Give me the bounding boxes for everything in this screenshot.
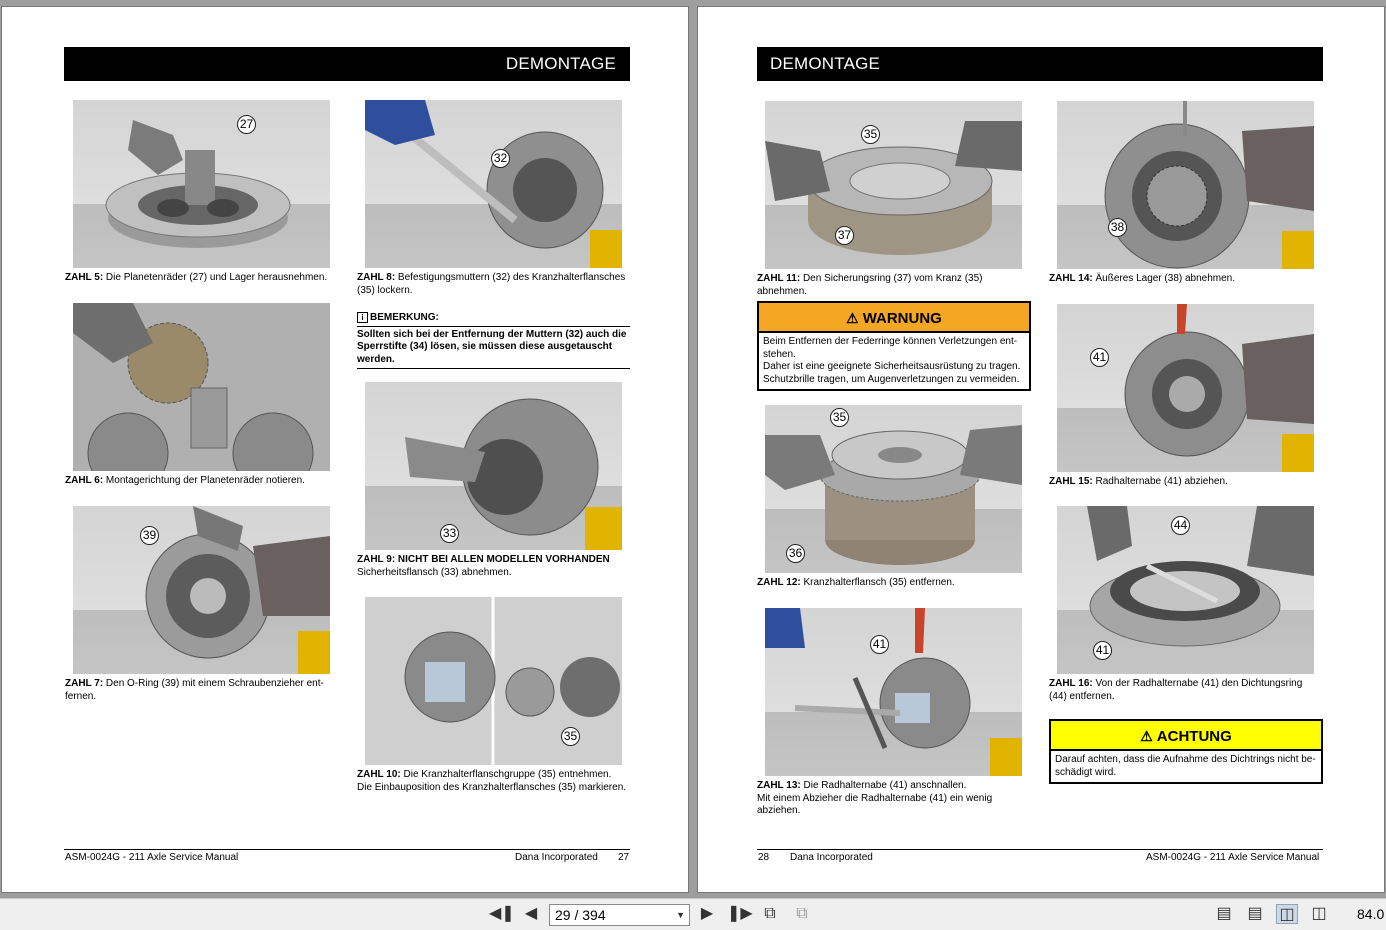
caption-fig-6: ZAHL 6: Montagerichtung der Planetenräde…	[65, 475, 305, 486]
o-ring-removal-illustration	[145, 506, 330, 674]
wheel-hub-removal-illustration	[1124, 304, 1314, 472]
figure-13-photo	[765, 608, 1022, 776]
figure-10-photo	[365, 597, 622, 765]
callout-35: 35	[861, 125, 880, 144]
footer-manual-title: ASM-0024G - 211 Axle Service Manual	[65, 852, 239, 863]
page-28: DEMONTAGE 35 37 ZAHL 11: Den Sicherungsr…	[697, 6, 1385, 893]
figure-14-photo	[1057, 101, 1314, 269]
safety-flange-illustration	[405, 398, 622, 550]
figure-8-photo	[365, 100, 622, 268]
snap-ring-illustration	[765, 121, 1022, 255]
figure-9-photo	[365, 382, 622, 550]
callout-33: 33	[440, 524, 459, 543]
section-header: DEMONTAGE	[64, 47, 630, 81]
seal-ring-removal-illustration	[1087, 506, 1314, 647]
caption-fig-15: ZAHL 15: Radhalternabe (41) abziehen.	[1049, 476, 1228, 487]
footer-manual-title: ASM-0024G - 211 Axle Service Manual	[1146, 852, 1320, 863]
callout-36: 36	[786, 544, 805, 563]
footer-rule	[757, 849, 1323, 850]
caution-triangle-icon: ⚠	[1140, 728, 1153, 744]
facing-icon[interactable]: ◫	[1276, 904, 1298, 924]
footer-company: Dana Incorporated	[515, 852, 598, 863]
figure-11-photo	[765, 101, 1022, 269]
next-view-icon[interactable]: ⧉	[796, 905, 808, 922]
page-27: DEMONTAGE 27 ZAHL 5: Die Planetenräder (…	[1, 6, 689, 893]
prev-page-icon[interactable]: ◀	[524, 905, 538, 922]
callout-44: 44	[1171, 516, 1190, 535]
last-page-icon[interactable]: ❚▶	[727, 905, 753, 922]
caption-fig-14: ZAHL 14: Äußeres Lager (38) abnehmen.	[1049, 273, 1236, 284]
footer-company: Dana Incorporated	[790, 852, 873, 863]
caption-fig-9: ZAHL 9: NICHT BEI ALLEN MODELLEN VORHAND…	[357, 554, 610, 578]
viewer-toolbar	[0, 898, 1386, 930]
figure-12-photo	[765, 405, 1022, 573]
section-header: DEMONTAGE	[757, 47, 1323, 81]
caption-fig-11: ZAHL 11: Den Sicherungsring (37) vom Kra…	[757, 273, 983, 297]
ring-flange-group-illustration	[365, 597, 622, 765]
caption-fig-5: ZAHL 5: Die Planetenräder (27) und Lager…	[65, 272, 328, 283]
single-page-icon[interactable]: ▤	[1216, 905, 1232, 922]
figure-5-photo	[73, 100, 330, 268]
caption-fig-13: ZAHL 13: Die Radhalternabe (41) anschnal…	[757, 780, 993, 816]
outer-bearing-illustration	[1104, 101, 1314, 269]
first-page-icon[interactable]: ◀❚	[489, 905, 515, 922]
chevron-down-icon[interactable]: ▼	[676, 910, 685, 920]
footer-page-number: 27	[618, 852, 630, 863]
callout-32: 32	[491, 149, 510, 168]
callout-41: 41	[1090, 348, 1109, 367]
footer-rule	[64, 849, 630, 850]
page-number-input[interactable]: 29 / 394▼	[549, 904, 690, 926]
warning-triangle-icon: ⚠	[846, 310, 859, 326]
callout-37: 37	[835, 226, 854, 245]
callout-35: 35	[561, 727, 580, 746]
footer-page-number: 28	[758, 852, 770, 863]
continuous-icon[interactable]: ▤	[1247, 905, 1263, 922]
info-icon: i	[357, 312, 368, 323]
caption-fig-10: ZAHL 10: Die Kranzhalterflanschgruppe (3…	[357, 769, 627, 793]
planet-gears-illustration	[73, 303, 330, 471]
continuous-facing-icon[interactable]: ◫	[1311, 905, 1327, 922]
caption-fig-16: ZAHL 16: Von der Radhalternabe (41) den …	[1049, 678, 1303, 702]
next-page-icon[interactable]: ▶	[700, 905, 714, 922]
planet-gear-hub-illustration	[105, 120, 291, 248]
caution-box: ⚠ACHTUNG Darauf achten, dass die Aufnahm…	[1049, 719, 1323, 784]
callout-41: 41	[1093, 641, 1112, 660]
prev-view-icon[interactable]: ⧉	[764, 905, 776, 922]
callout-38: 38	[1108, 218, 1127, 237]
callout-35: 35	[830, 408, 849, 427]
flange-nuts-illustration	[365, 100, 622, 268]
document-viewer: DEMONTAGE 27 ZAHL 5: Die Planetenräder (…	[0, 0, 1386, 898]
warning-box: ⚠WARNUNG Beim Entfernen der Federringe k…	[757, 301, 1031, 391]
caption-fig-7: ZAHL 7: Den O-Ring (39) mit einem Schrau…	[65, 678, 324, 702]
figure-6-photo	[73, 303, 330, 471]
zoom-level[interactable]: 84.0	[1357, 906, 1385, 922]
caption-fig-8: ZAHL 8: Befestigungsmuttern (32) des Kra…	[357, 272, 626, 296]
callout-27: 27	[237, 115, 256, 134]
figure-15-photo	[1057, 304, 1314, 472]
caption-fig-12: ZAHL 12: Kranzhalterflansch (35) entfern…	[757, 577, 955, 588]
callout-39: 39	[140, 526, 159, 545]
ring-holder-flange-illustration	[765, 425, 1022, 565]
wheel-hub-puller-illustration	[765, 608, 1022, 776]
figure-7-photo	[73, 506, 330, 674]
callout-41: 41	[870, 635, 889, 654]
